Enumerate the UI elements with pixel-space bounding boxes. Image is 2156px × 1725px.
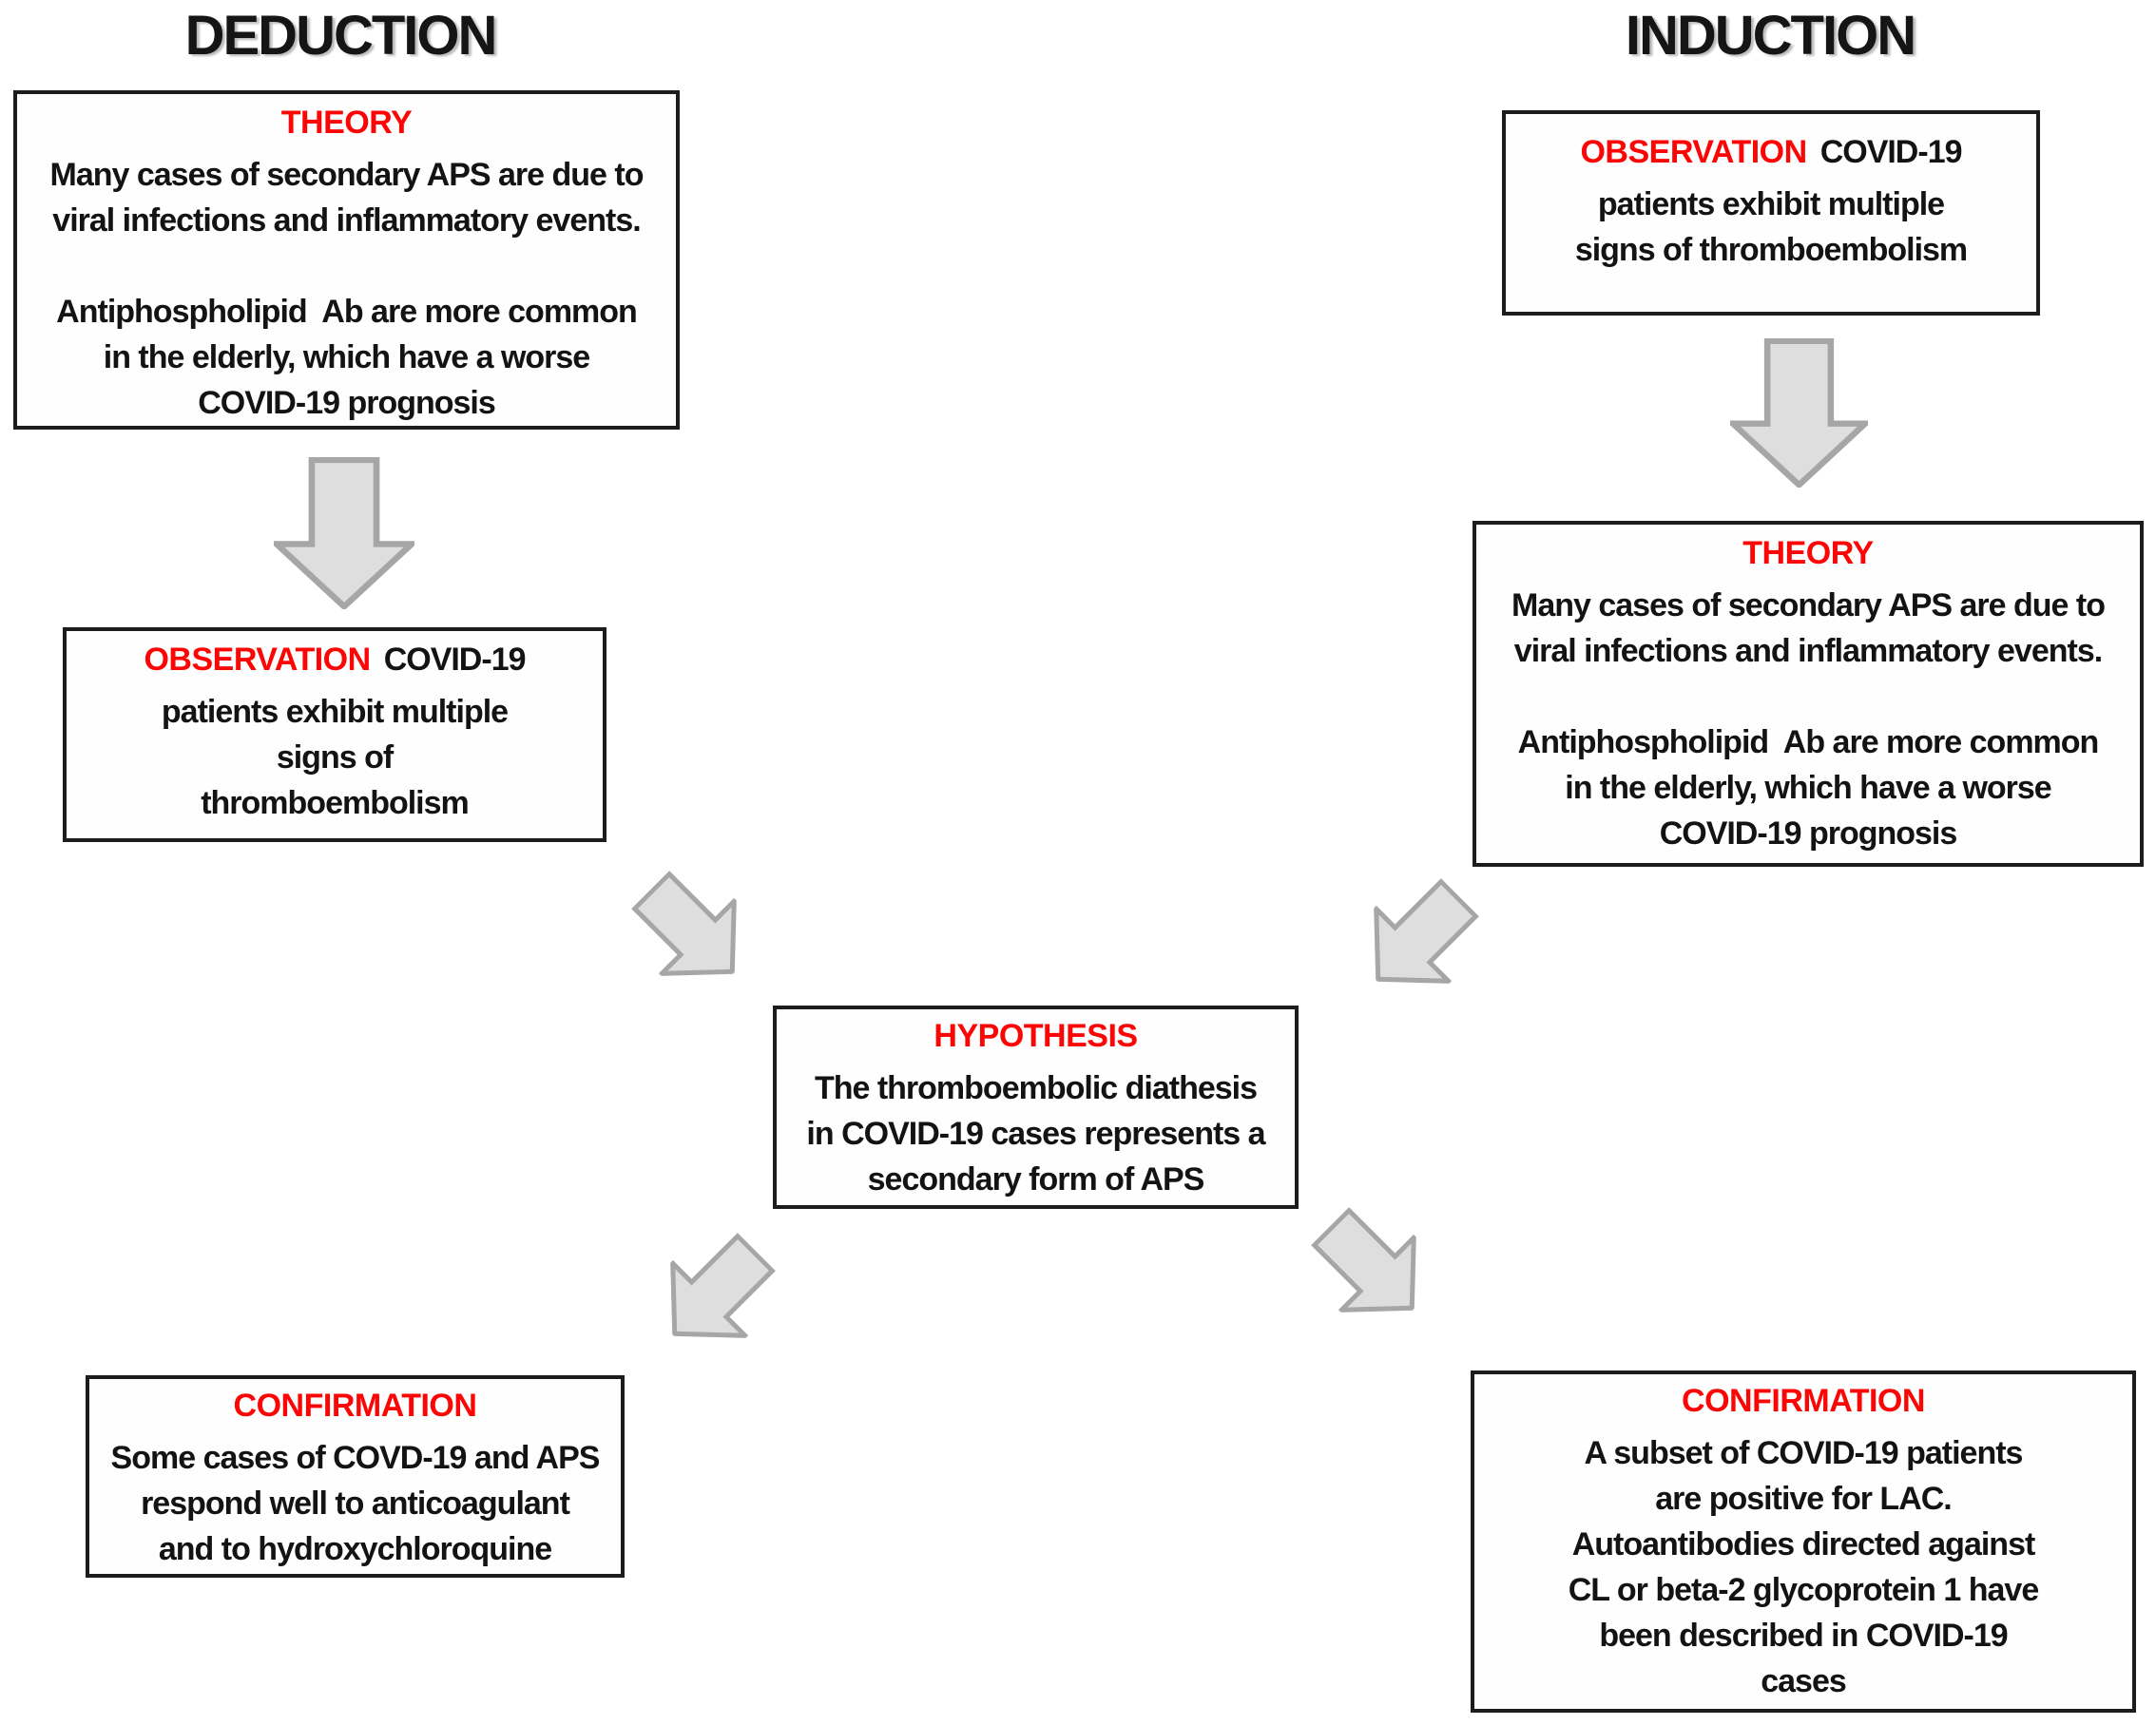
diagonal-down-right-arrow-icon — [613, 853, 772, 1011]
deduction-theory-header: THEORY — [280, 105, 413, 141]
induction-theory-text: Many cases of secondary APS are due to v… — [1511, 587, 2106, 852]
induction-confirmation-box: CONFIRMATION A subset of COVID-19 patien… — [1471, 1370, 2136, 1713]
hypothesis-box: HYPOTHESIS The thromboembolic diathesis … — [773, 1006, 1299, 1209]
diagonal-down-right-arrow-icon — [1293, 1189, 1452, 1348]
induction-theory-header: THEORY — [1742, 535, 1874, 571]
diagonal-down-left-arrow-icon — [636, 1215, 795, 1373]
deduction-title: DEDUCTION — [184, 5, 498, 67]
deduction-confirmation-box: CONFIRMATION Some cases of COVD-19 and A… — [86, 1375, 625, 1578]
hypothesis-text: The thromboembolic diathesis in COVID-19… — [806, 1070, 1265, 1198]
induction-observation-header-suffix: COVID-19 — [1819, 134, 1963, 170]
induction-theory-box: THEORY Many cases of secondary APS are d… — [1473, 521, 2144, 867]
diagonal-down-left-arrow-icon — [1339, 860, 1498, 1019]
hypothesis-header: HYPOTHESIS — [934, 1018, 1138, 1054]
induction-observation-box: OBSERVATION COVID-19 patients exhibit mul… — [1502, 110, 2040, 316]
down-arrow-icon — [1730, 338, 1868, 488]
induction-confirmation-header: CONFIRMATION — [1682, 1383, 1925, 1419]
deduction-theory-text: Many cases of secondary APS are due to v… — [49, 157, 645, 421]
induction-title: INDUCTION — [1625, 5, 1916, 67]
deduction-observation-header: OBSERVATION — [144, 642, 371, 678]
induction-confirmation-text: A subset of COVID-19 patients are positi… — [1568, 1435, 2040, 1699]
deduction-observation-text: patients exhibit multiple signs of throm… — [161, 694, 509, 821]
down-arrow-icon — [274, 457, 414, 609]
deduction-observation-box: OBSERVATION COVID-19 patients exhibit mul… — [63, 627, 606, 842]
deduction-observation-header-suffix: COVID-19 — [383, 642, 527, 678]
deduction-confirmation-header: CONFIRMATION — [233, 1388, 477, 1424]
induction-observation-header: OBSERVATION — [1580, 134, 1807, 170]
deduction-theory-box: THEORY Many cases of secondary APS are d… — [13, 90, 680, 430]
deduction-confirmation-text: Some cases of COVD-19 and APS respond we… — [110, 1440, 601, 1567]
induction-observation-text: patients exhibit multiple signs of throm… — [1574, 186, 1968, 268]
